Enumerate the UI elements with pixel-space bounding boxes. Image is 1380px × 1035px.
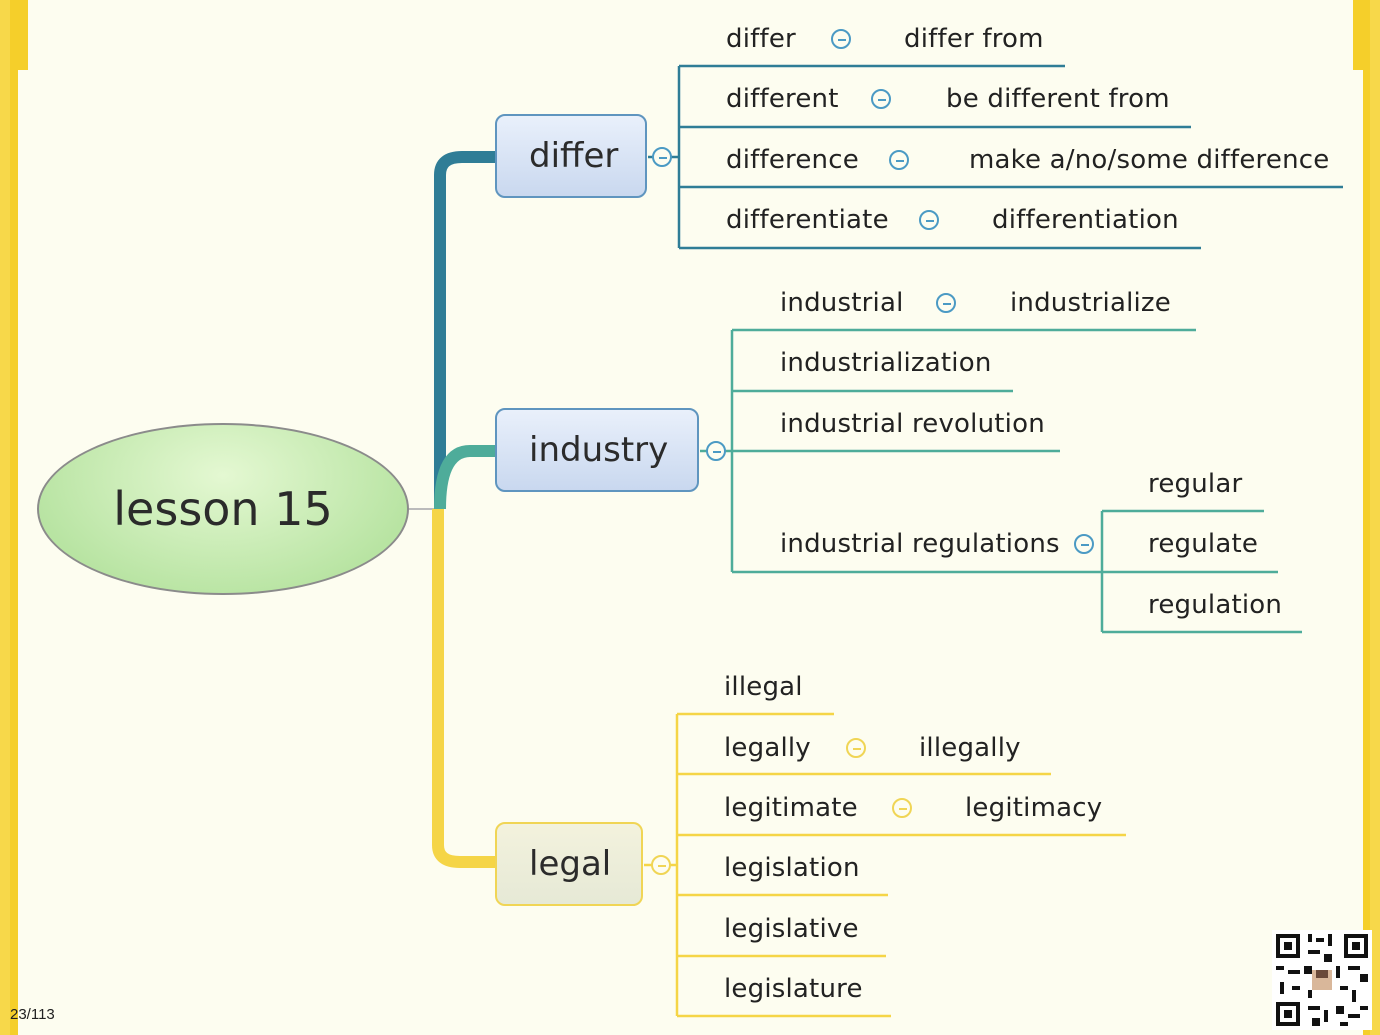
regulations-child[interactable]: regulation xyxy=(1148,590,1283,620)
legal-row-word[interactable]: illegal xyxy=(724,672,803,702)
slide-top-band xyxy=(28,0,1353,70)
collapse-icon[interactable] xyxy=(936,293,956,313)
root-node[interactable]: lesson 15 xyxy=(37,423,409,595)
legal-row-word[interactable]: legally xyxy=(724,733,811,763)
legal-row-word[interactable]: legislation xyxy=(724,853,860,883)
industry-row-word[interactable]: industrial xyxy=(780,288,904,318)
legal-row-word[interactable]: legislative xyxy=(724,914,859,944)
regulations-child[interactable]: regulate xyxy=(1148,529,1259,559)
differ-row-word[interactable]: differentiate xyxy=(726,205,889,235)
root-label: lesson 15 xyxy=(113,482,333,536)
collapse-icon[interactable] xyxy=(706,441,726,461)
collapse-icon[interactable] xyxy=(1074,534,1094,554)
differ-row-derived[interactable]: differ from xyxy=(904,24,1044,54)
collapse-icon[interactable] xyxy=(846,738,866,758)
collapse-icon[interactable] xyxy=(889,150,909,170)
topic-legal[interactable]: legal xyxy=(495,822,643,906)
topic-industry-label: industry xyxy=(529,430,669,470)
legal-row-word[interactable]: legislature xyxy=(724,974,863,1004)
topic-differ-label: differ xyxy=(529,136,619,176)
legal-row-word[interactable]: legitimate xyxy=(724,793,858,823)
legal-row-derived[interactable]: legitimacy xyxy=(965,793,1103,823)
industry-row-derived[interactable]: industrialize xyxy=(1010,288,1171,318)
right-decorative-stripe xyxy=(1370,0,1380,1035)
branch-industry-connector xyxy=(434,445,496,510)
differ-row-derived[interactable]: be different from xyxy=(946,84,1170,114)
collapse-icon[interactable] xyxy=(871,89,891,109)
collapse-icon[interactable] xyxy=(892,798,912,818)
differ-row-word[interactable]: difference xyxy=(726,145,859,175)
qr-code-icon xyxy=(1272,930,1372,1030)
regulations-child[interactable]: regular xyxy=(1148,469,1243,499)
branch-differ-connector xyxy=(434,151,496,509)
differ-row-derived[interactable]: differentiation xyxy=(992,205,1179,235)
legal-row-derived[interactable]: illegally xyxy=(919,733,1021,763)
collapse-icon[interactable] xyxy=(651,855,671,875)
differ-row-word[interactable]: differ xyxy=(726,24,796,54)
collapse-icon[interactable] xyxy=(831,29,851,49)
differ-row-derived[interactable]: make a/no/some difference xyxy=(969,145,1330,175)
collapse-icon[interactable] xyxy=(919,210,939,230)
page-number: 23/113 xyxy=(10,1006,55,1023)
topic-industry[interactable]: industry xyxy=(495,408,699,492)
industry-row-word[interactable]: industrialization xyxy=(780,348,992,378)
industry-row-word[interactable]: industrial revolution xyxy=(780,409,1045,439)
topic-differ[interactable]: differ xyxy=(495,114,647,198)
differ-row-word[interactable]: different xyxy=(726,84,839,114)
topic-legal-label: legal xyxy=(529,844,612,884)
industry-row-word[interactable]: industrial regulations xyxy=(780,529,1060,559)
collapse-icon[interactable] xyxy=(652,147,672,167)
branch-legal-connector xyxy=(432,509,496,868)
left-decorative-stripe xyxy=(0,0,10,1035)
